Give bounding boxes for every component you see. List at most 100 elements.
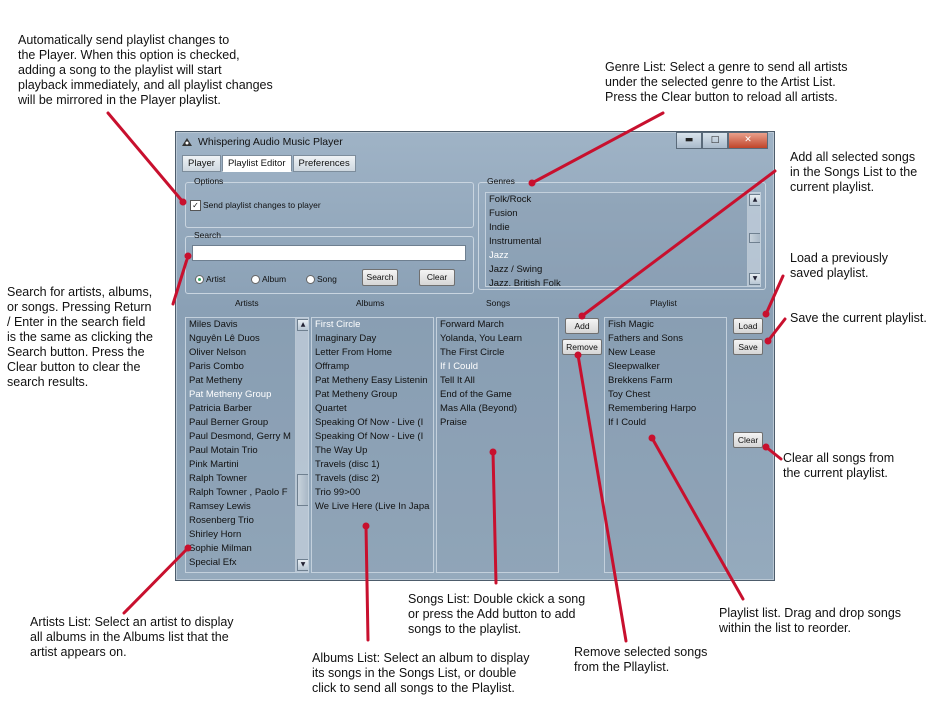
playlist-item[interactable]: New Lease xyxy=(608,347,656,358)
app-window: Whispering Audio Music Player ▬ □ ✕ Play… xyxy=(175,131,775,581)
send-changes-checkbox[interactable]: ✓ xyxy=(190,200,201,211)
annotation-genre-list: Genre List: Select a genre to send all a… xyxy=(605,60,848,104)
artist-item[interactable]: Ralph Towner , Paolo F xyxy=(189,487,288,498)
annotation-songs-list: Songs List: Double ckick a song or press… xyxy=(408,592,586,636)
artist-item[interactable]: Ralph Towner xyxy=(189,473,247,484)
annotation-load: Load a previously saved playlist. xyxy=(790,251,888,280)
album-item[interactable]: Speaking Of Now - Live (I xyxy=(315,417,424,428)
album-item[interactable]: First Circle xyxy=(315,319,361,330)
annotation-artists-list: Artists List: Select an artist to displa… xyxy=(30,615,234,659)
playlist-item[interactable]: If I Could xyxy=(608,417,647,428)
minimize-icon[interactable]: ▬ xyxy=(676,132,702,149)
clear-playlist-button[interactable]: Clear xyxy=(733,432,763,448)
song-item[interactable]: Mas Alla (Beyond) xyxy=(440,403,518,414)
maximize-icon[interactable]: □ xyxy=(702,132,728,149)
song-item[interactable]: The First Circle xyxy=(440,347,505,358)
playlist-item[interactable]: Sleepwalker xyxy=(608,361,660,372)
playlist-item[interactable]: Toy Chest xyxy=(608,389,651,400)
album-item[interactable]: Imaginary Day xyxy=(315,333,377,344)
options-group: Options ✓ Send playlist changes to playe… xyxy=(185,176,474,228)
artist-item[interactable]: Paul Motain Trio xyxy=(189,445,258,456)
genres-scrollbar[interactable]: ▲ ▼ xyxy=(747,193,760,286)
song-item[interactable]: Forward March xyxy=(440,319,504,330)
artist-item[interactable]: Sophie Milman xyxy=(189,543,252,554)
load-button[interactable]: Load xyxy=(733,318,763,334)
album-item[interactable]: We Live Here (Live In Japa xyxy=(315,501,430,512)
genre-item[interactable]: Indie xyxy=(489,222,510,233)
artist-item[interactable]: Paris Combo xyxy=(189,361,244,372)
artists-scrollbar[interactable]: ▲ ▼ xyxy=(295,318,308,572)
artist-item[interactable]: Oliver Nelson xyxy=(189,347,247,358)
search-clear-button[interactable]: Clear xyxy=(419,269,455,286)
scroll-down-icon[interactable]: ▼ xyxy=(297,559,308,571)
genre-item[interactable]: Fusion xyxy=(489,208,518,219)
add-button[interactable]: Add xyxy=(565,318,599,334)
artist-item[interactable]: Pink Martini xyxy=(189,459,239,470)
album-item[interactable]: Quartet xyxy=(315,403,347,414)
song-item[interactable]: Tell It All xyxy=(440,375,475,386)
artist-item[interactable]: Nguyên Lê Duos xyxy=(189,333,260,344)
playlist-item[interactable]: Remembering Harpo xyxy=(608,403,697,414)
annotation-albums-list: Albums List: Select an album to display … xyxy=(312,651,530,695)
artist-item[interactable]: Miles Davis xyxy=(189,319,238,330)
album-item[interactable]: Pat Metheny Easy Listenin xyxy=(315,375,428,386)
genre-item[interactable]: Instrumental xyxy=(489,236,542,247)
album-item[interactable]: Travels (disc 2) xyxy=(315,473,380,484)
close-icon[interactable]: ✕ xyxy=(728,132,768,149)
songs-header: Songs xyxy=(486,298,511,308)
tab-playlist-editor[interactable]: Playlist Editor xyxy=(221,155,292,172)
playlist-item[interactable]: Fish Magic xyxy=(608,319,654,330)
album-item[interactable]: Pat Metheny Group xyxy=(315,389,398,400)
tab-preferences[interactable]: Preferences xyxy=(292,155,356,172)
search-input[interactable] xyxy=(192,245,466,261)
artist-item[interactable]: Pat Metheny Group xyxy=(189,389,272,400)
radio-artist[interactable] xyxy=(195,275,204,284)
search-button[interactable]: Search xyxy=(362,269,398,286)
artist-item[interactable]: Ramsey Lewis xyxy=(189,501,251,512)
artist-item[interactable]: Pat Metheny xyxy=(189,375,243,386)
song-item[interactable]: End of the Game xyxy=(440,389,512,400)
radio-song[interactable] xyxy=(306,275,315,284)
genre-item[interactable]: Jazz / Swing xyxy=(489,264,543,275)
album-item[interactable]: Offramp xyxy=(315,361,350,372)
artist-item[interactable]: Special Efx xyxy=(189,557,237,568)
artist-item[interactable]: Shirley Horn xyxy=(189,529,242,540)
save-button[interactable]: Save xyxy=(733,339,763,355)
window-title: Whispering Audio Music Player xyxy=(198,136,343,148)
song-item[interactable]: If I Could xyxy=(440,361,479,372)
artist-item[interactable]: Paul Berner Group xyxy=(189,417,269,428)
playlist-item[interactable]: Brekkens Farm xyxy=(608,375,673,386)
genre-item[interactable]: Jazz, British Folk xyxy=(489,278,561,287)
album-item[interactable]: Speaking Of Now - Live (I xyxy=(315,431,424,442)
album-item[interactable]: Travels (disc 1) xyxy=(315,459,380,470)
scroll-down-icon[interactable]: ▼ xyxy=(749,273,760,285)
artist-item[interactable]: Paul Desmond, Gerry M xyxy=(189,431,291,442)
genres-scroll-thumb[interactable] xyxy=(749,233,760,243)
genre-item[interactable]: Folk/Rock xyxy=(489,194,532,205)
scroll-up-icon[interactable]: ▲ xyxy=(749,194,760,206)
annotation-remove: Remove selected songs from the Pllaylist… xyxy=(574,645,708,674)
tab-bar: Player Playlist Editor Preferences xyxy=(182,155,357,172)
artist-item[interactable]: Patricia Barber xyxy=(189,403,252,414)
annotation-playlist-list: Playlist list. Drag and drop songs withi… xyxy=(719,606,902,635)
radio-song-label: Song xyxy=(317,274,337,284)
album-item[interactable]: The Way Up xyxy=(315,445,368,456)
genre-item[interactable]: Jazz xyxy=(489,250,509,261)
artist-item[interactable]: Rosenberg Trio xyxy=(189,515,254,526)
song-item[interactable]: Praise xyxy=(440,417,467,428)
tab-player[interactable]: Player xyxy=(182,155,221,172)
artists-scroll-thumb[interactable] xyxy=(297,474,308,506)
album-item[interactable]: Trio 99>00 xyxy=(315,487,361,498)
scroll-up-icon[interactable]: ▲ xyxy=(297,319,308,331)
album-item[interactable]: Letter From Home xyxy=(315,347,393,358)
radio-album[interactable] xyxy=(251,275,260,284)
playlist-item[interactable]: Fathers and Sons xyxy=(608,333,683,344)
remove-button[interactable]: Remove xyxy=(562,339,602,355)
song-item[interactable]: Yolanda, You Learn xyxy=(440,333,523,344)
app-logo-icon xyxy=(182,138,192,146)
